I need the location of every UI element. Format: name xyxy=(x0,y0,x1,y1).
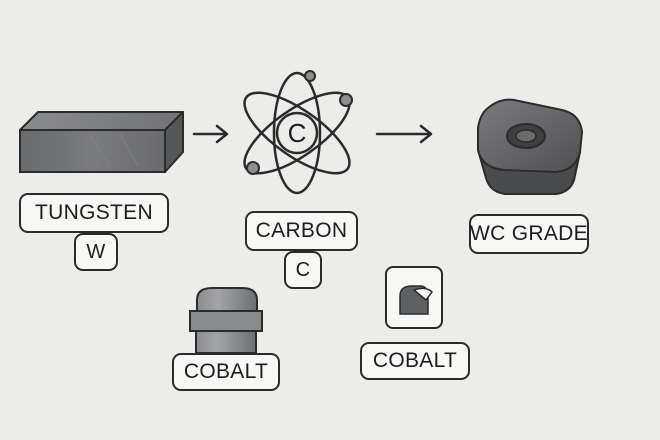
arrow-carbon-to-wc-grade xyxy=(375,124,433,144)
tungsten-label: TUNGSTEN xyxy=(19,193,169,233)
wc-grade-label: WC GRADE xyxy=(469,214,589,254)
cobalt-cylinder-icon xyxy=(189,287,263,354)
cobalt-element-icon xyxy=(385,266,443,329)
carbon-symbol-label: C xyxy=(284,251,322,289)
carbon-label: CARBON xyxy=(245,211,358,251)
carbon-atom-icon: C xyxy=(243,70,353,195)
cobalt-left-label: COBALT xyxy=(172,353,280,391)
tungsten-bar-icon xyxy=(19,111,184,173)
carbon-atom-symbol: C xyxy=(288,118,307,148)
tungsten-symbol-label: W xyxy=(74,233,118,271)
cobalt-right-label: COBALT xyxy=(360,342,470,380)
carbide-insert-icon xyxy=(477,98,583,195)
arrow-tungsten-to-carbon xyxy=(192,124,229,144)
